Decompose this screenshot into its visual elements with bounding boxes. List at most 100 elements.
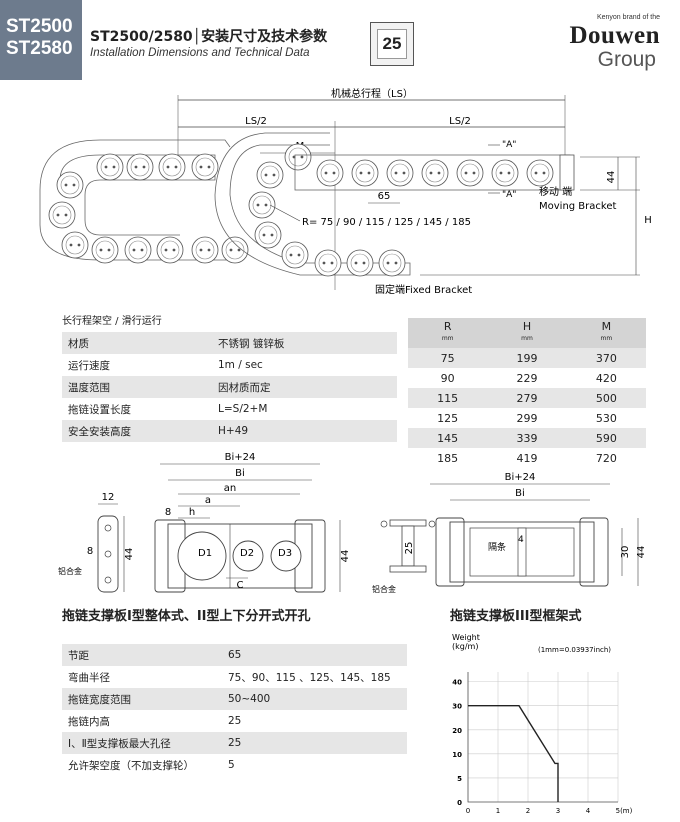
x-tick-label: 5(m) (616, 807, 633, 815)
subtitle-type-1-2: 拖链支撑板I型整体式、II型上下分开式开孔 (62, 609, 311, 624)
dim-bi24-right: Bi+24 (505, 472, 536, 483)
model-name-1: ST2500 (6, 16, 73, 37)
section-a-top: "A" (502, 140, 516, 150)
chart-series (468, 705, 559, 802)
chart-ylabel-text: Weight (452, 633, 480, 642)
pitch-label: 65 (378, 191, 391, 202)
x-tick-label: 2 (526, 807, 530, 815)
alu-label-left: 铝合金 (58, 566, 82, 576)
hole-d1: D1 (198, 548, 212, 559)
h-dimension-label: H (644, 215, 652, 226)
spec-label: 温度范围 (62, 376, 212, 398)
x-tick-label: 3 (556, 807, 560, 815)
dim-25: 25 (404, 542, 415, 555)
chain-diagram: 机械总行程（LS） LS/2 LS/2 M 65 "A" "A" R= 75 /… (39, 87, 652, 296)
y-tick-label: 30 (452, 703, 462, 711)
section-a-bottom: "A" (502, 190, 516, 200)
chart-ylabel-unit: (kg/m) (452, 642, 478, 651)
model-name-2: ST2580 (6, 38, 73, 59)
moving-bracket-cn: 移动 端 (539, 185, 572, 198)
y-tick-label: 20 (452, 727, 462, 735)
dim-a: a (205, 495, 211, 506)
dim-12: 12 (102, 492, 115, 503)
spec-label: 安全安装高度 (62, 420, 212, 442)
dim-8-top: 8 (165, 507, 171, 518)
spec-value: L=S/2+M (212, 398, 397, 420)
table-row: 允许架空度（不加支撑轮）5 (62, 754, 407, 776)
crossbar-type-3-diagram: 25 铝合金 Bi+24 Bi 隔条 4 30 44 (372, 472, 647, 594)
chart-note: (1mm=0.03937inch) (538, 646, 611, 654)
chart-axes (467, 672, 618, 803)
dim-bi: Bi (235, 468, 245, 479)
spec-value: 不锈钢 镀锌板 (212, 332, 397, 354)
dim-4: 4 (518, 535, 524, 545)
brand-logo-group: Group (597, 48, 656, 71)
y-tick-label: 5 (457, 775, 462, 783)
dim-h: h (189, 507, 195, 518)
radius-label: R= 75 / 90 / 115 / 125 / 145 / 185 (302, 217, 471, 228)
x-tick-label: 1 (496, 807, 500, 815)
chart-grid (467, 672, 619, 803)
divider-label: 隔条 (488, 541, 506, 553)
page-title-cn: ST2500/2580│安装尺寸及技术参数 (90, 29, 328, 45)
height-44-label: 44 (606, 171, 617, 184)
hole-d3: D3 (278, 548, 292, 559)
moving-bracket-en: Moving Bracket (539, 201, 616, 212)
axis-lines (467, 672, 618, 803)
half-travel-right: LS/2 (449, 116, 471, 127)
dim-44-main: 44 (340, 550, 351, 563)
dim-8-side: 8 (87, 546, 93, 557)
x-tick-label: 4 (586, 807, 591, 815)
page-number: 25 (377, 29, 407, 59)
model-tab: ST2500 ST2580 (0, 0, 82, 80)
dim-bi-right: Bi (515, 488, 525, 499)
spec-value: H+49 (212, 420, 397, 442)
page-number-badge: 25 (370, 22, 414, 66)
dim-44-right: 44 (636, 546, 647, 559)
brand-tagline: Kenyon brand of the (596, 14, 660, 21)
spec-value: 因材质而定 (212, 376, 397, 398)
weight-load-chart: Weight(kg/m) (1mm=0.03937inch) 0 5 10 20 30 4… (452, 633, 633, 815)
spec-value: 1m / sec (212, 354, 397, 376)
table-row: 材质不锈钢 镀锌板 (62, 332, 397, 354)
spec-label: 运行速度 (62, 354, 212, 376)
spec-section-title: 长行程架空 / 滑行运行 (62, 316, 162, 327)
half-travel-left: LS/2 (245, 116, 267, 127)
table-row: 温度范围因材质而定 (62, 376, 397, 398)
dim-30: 30 (620, 546, 631, 559)
dim-44-side: 44 (124, 548, 135, 561)
y-tick-label: 40 (452, 679, 462, 687)
dim-c: C (237, 580, 244, 591)
y-tick-label: 10 (452, 751, 462, 759)
spec-label: 拖链设置长度 (62, 398, 212, 420)
dim-bi24: Bi+24 (225, 452, 256, 463)
fixed-bracket-label: 固定端Fixed Bracket (375, 283, 472, 296)
spec-label: 材质 (62, 332, 212, 354)
brand-logo-name: Douwen (569, 22, 660, 49)
crossbar-type-1-2-diagram: 12 8 44 铝合金 Bi+24 Bi an a h 8 D1 D2 D3 C… (58, 452, 351, 593)
hole-d2: D2 (240, 548, 254, 559)
y-tick-label: 0 (457, 799, 462, 807)
alu-label-right: 铝合金 (372, 584, 396, 594)
series-line (468, 705, 559, 802)
chart-ylabel: Weight(kg/m) (452, 633, 480, 651)
